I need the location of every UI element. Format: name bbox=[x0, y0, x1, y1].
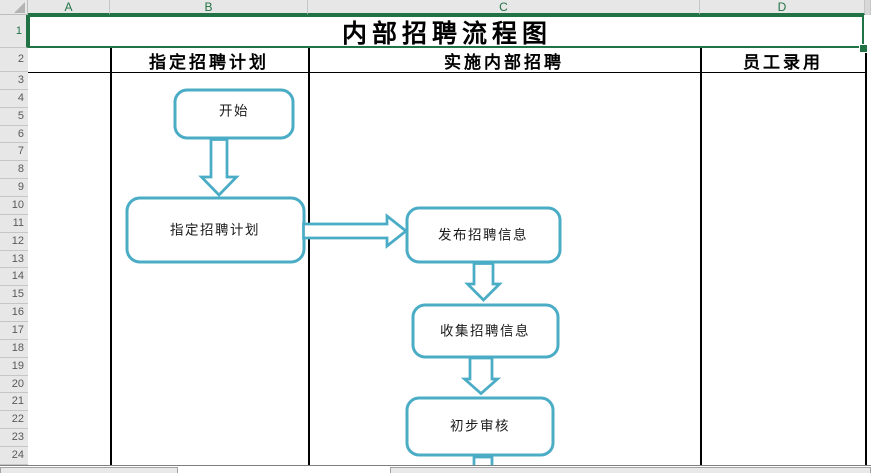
title-cell[interactable]: 内部招聘流程图 bbox=[341, 19, 552, 48]
row-header-14[interactable]: 14 bbox=[0, 268, 28, 287]
column-header-A[interactable]: A bbox=[28, 0, 110, 15]
column-header-D[interactable]: D bbox=[700, 0, 865, 15]
flowchart-node-plan-label: 指定招聘计划 bbox=[170, 223, 260, 238]
table-border-b-left bbox=[110, 48, 112, 465]
row-header-10[interactable]: 10 bbox=[0, 197, 28, 215]
row-header-1[interactable]: 1 bbox=[0, 15, 28, 48]
row-header-17[interactable]: 17 bbox=[0, 322, 28, 340]
table-border-d-right bbox=[865, 48, 867, 465]
column-header-B[interactable]: B bbox=[110, 0, 308, 15]
flow-arrow-start-to-plan[interactable] bbox=[198, 138, 240, 197]
row-header-20[interactable]: 20 bbox=[0, 375, 28, 394]
row-header-18[interactable]: 18 bbox=[0, 339, 28, 358]
lane-header-plan[interactable]: 指定招聘计划 bbox=[149, 52, 269, 72]
flow-arrow-collect-to-review[interactable] bbox=[460, 356, 502, 396]
row-header-11[interactable]: 11 bbox=[0, 214, 28, 233]
flowchart-node-review[interactable] bbox=[405, 396, 555, 457]
row-header-15[interactable]: 15 bbox=[0, 286, 28, 305]
row-header-9[interactable]: 9 bbox=[0, 179, 28, 198]
row-header-7[interactable]: 7 bbox=[0, 143, 28, 162]
row-header-5[interactable]: 5 bbox=[0, 107, 28, 126]
fill-handle[interactable] bbox=[859, 44, 868, 53]
flowchart-node-publish-label: 发布招聘信息 bbox=[438, 227, 528, 243]
table-border-d-left bbox=[700, 48, 702, 465]
row-header-23[interactable]: 23 bbox=[0, 429, 28, 448]
row-header-8[interactable]: 8 bbox=[0, 161, 28, 180]
row-header-12[interactable]: 12 bbox=[0, 232, 28, 251]
row-header-22[interactable]: 22 bbox=[0, 411, 28, 430]
column-header-C[interactable]: C bbox=[308, 0, 700, 15]
row-header-13[interactable]: 13 bbox=[0, 250, 28, 269]
row-header-4[interactable]: 4 bbox=[0, 89, 28, 108]
flow-arrow-review-down-stub[interactable] bbox=[472, 455, 494, 465]
row-header-16[interactable]: 16 bbox=[0, 304, 28, 323]
bottom-bar bbox=[0, 465, 871, 473]
flow-arrow-publish-to-collect[interactable] bbox=[464, 262, 503, 302]
flow-arrow-plan-to-publish[interactable] bbox=[302, 213, 409, 249]
table-border-header-bottom bbox=[28, 71, 866, 73]
sheet-area[interactable]: 内部招聘流程图 指定招聘计划 实施内部招聘 员工录用 开始 指定招聘计划 发布招… bbox=[28, 15, 871, 465]
row-header-21[interactable]: 21 bbox=[0, 393, 28, 412]
flowchart-layer: 开始 指定招聘计划 发布招聘信息 收集招聘信息 初步审核 bbox=[125, 88, 562, 465]
flowchart-node-collect-label: 收集招聘信息 bbox=[440, 323, 530, 339]
select-all-corner[interactable] bbox=[0, 0, 28, 15]
row-header-6[interactable]: 6 bbox=[0, 125, 28, 144]
lane-header-implement[interactable]: 实施内部招聘 bbox=[444, 52, 564, 72]
sheet-tab-strip[interactable] bbox=[0, 467, 178, 473]
row-header-2[interactable]: 2 bbox=[0, 48, 28, 72]
horizontal-scrollbar[interactable] bbox=[390, 467, 871, 473]
table-border-c-left bbox=[308, 48, 310, 465]
row-header-3[interactable]: 3 bbox=[0, 72, 28, 90]
column-header-partial[interactable] bbox=[865, 0, 871, 15]
flowchart-node-start[interactable] bbox=[173, 88, 295, 140]
row-header-24[interactable]: 24 bbox=[0, 447, 28, 465]
lane-header-hire[interactable]: 员工录用 bbox=[743, 52, 823, 72]
select-all-triangle-icon bbox=[14, 2, 25, 13]
row-header-19[interactable]: 19 bbox=[0, 357, 28, 376]
flowchart-node-start-label: 开始 bbox=[219, 104, 249, 119]
flowchart-node-review-label: 初步审核 bbox=[450, 418, 510, 434]
flowchart-node-publish[interactable] bbox=[405, 206, 562, 264]
